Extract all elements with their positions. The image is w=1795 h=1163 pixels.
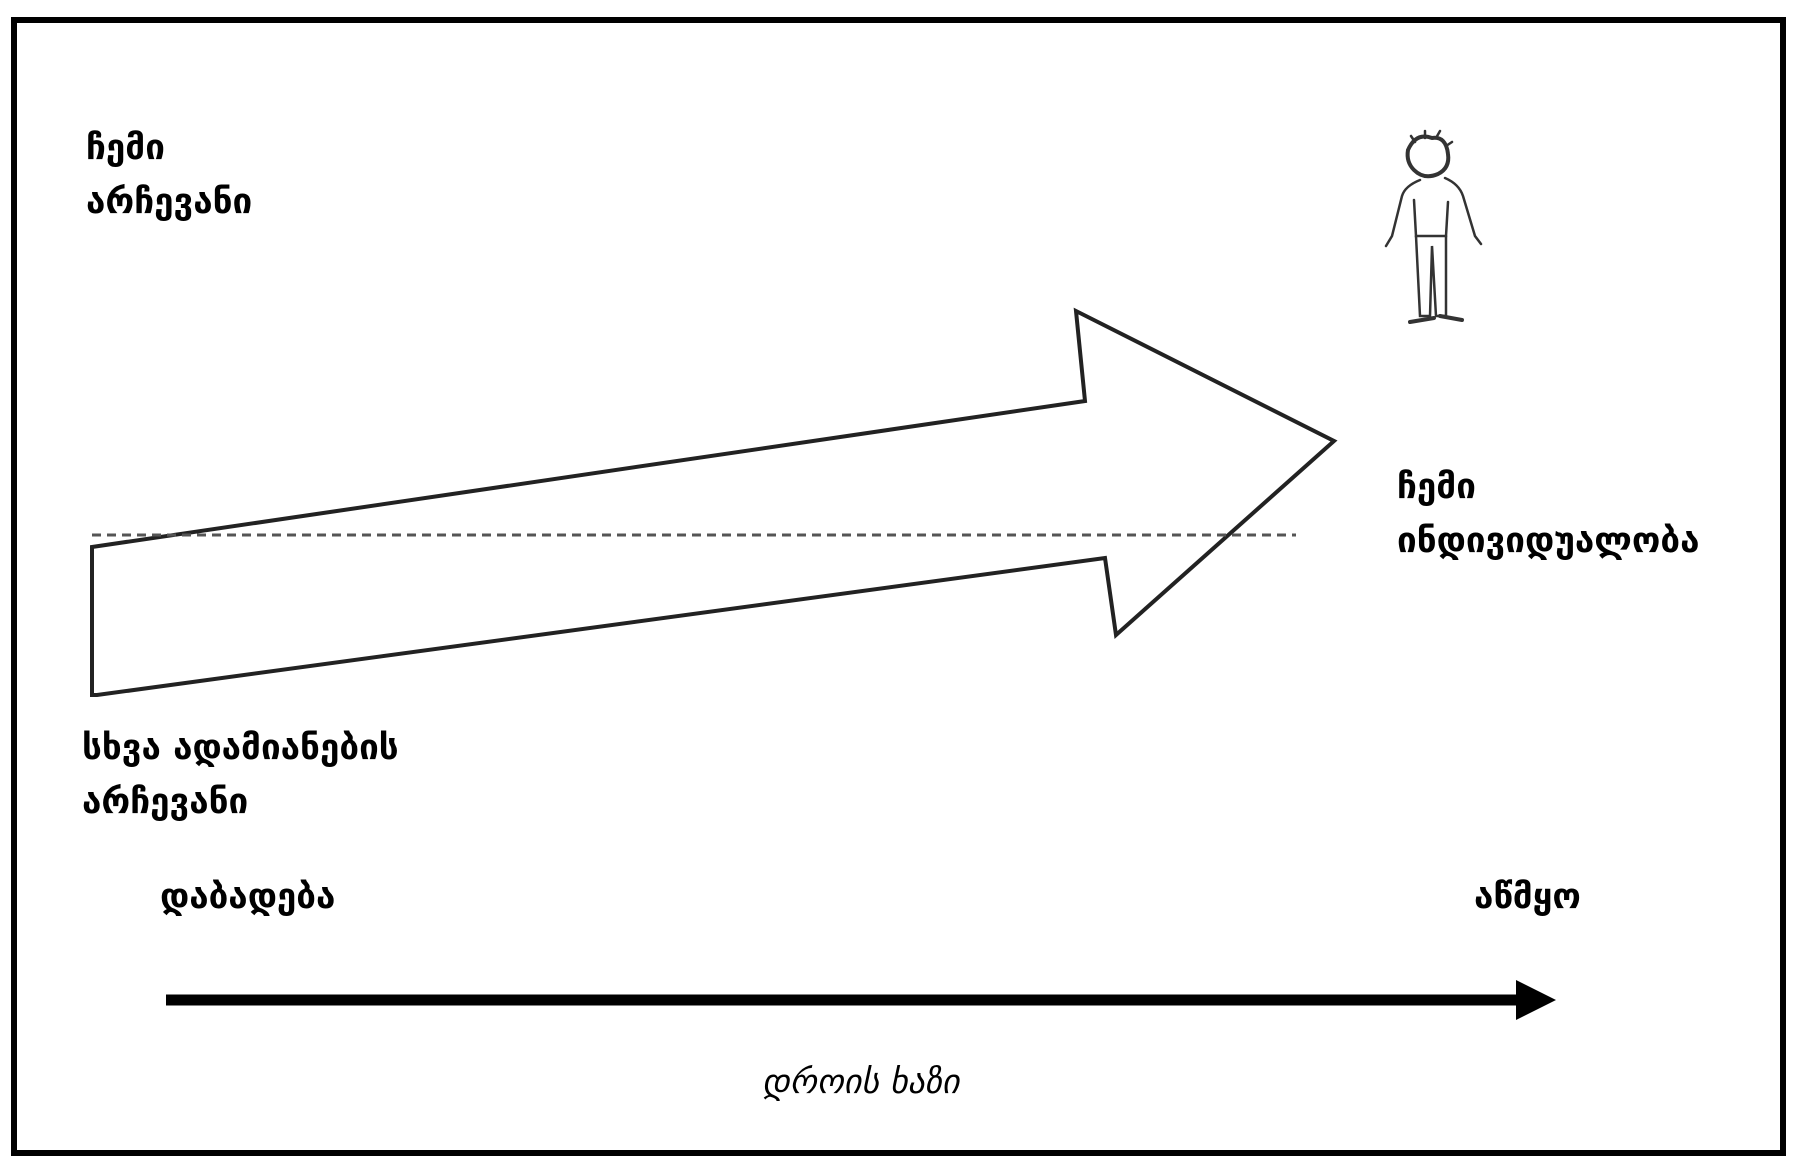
others-choice-line2: არჩევანი [82,782,249,822]
timeline-arrow-head [1516,980,1556,1020]
present-label: აწმყო [1474,877,1581,917]
timeline-label: დროის ხაზი [762,1062,960,1102]
individuality-line1: ჩემი [1397,467,1476,507]
person-figure-icon [1384,129,1483,324]
birth-label: დაბადება [160,877,336,917]
my-choice-label: ჩემი არჩევანი [86,121,252,229]
my-choice-line2: არჩევანი [86,182,253,222]
diagram-border [11,17,1786,1156]
big-arrow [90,307,1338,697]
individuality-line2: ინდივიდუალობა [1397,521,1700,561]
my-choice-line1: ჩემი [86,128,165,168]
individuality-label: ჩემი ინდივიდუალობა [1397,460,1700,568]
others-choice-label: სხვა ადამიანების არჩევანი [82,721,399,829]
others-choice-line1: სხვა ადამიანების [82,728,399,768]
